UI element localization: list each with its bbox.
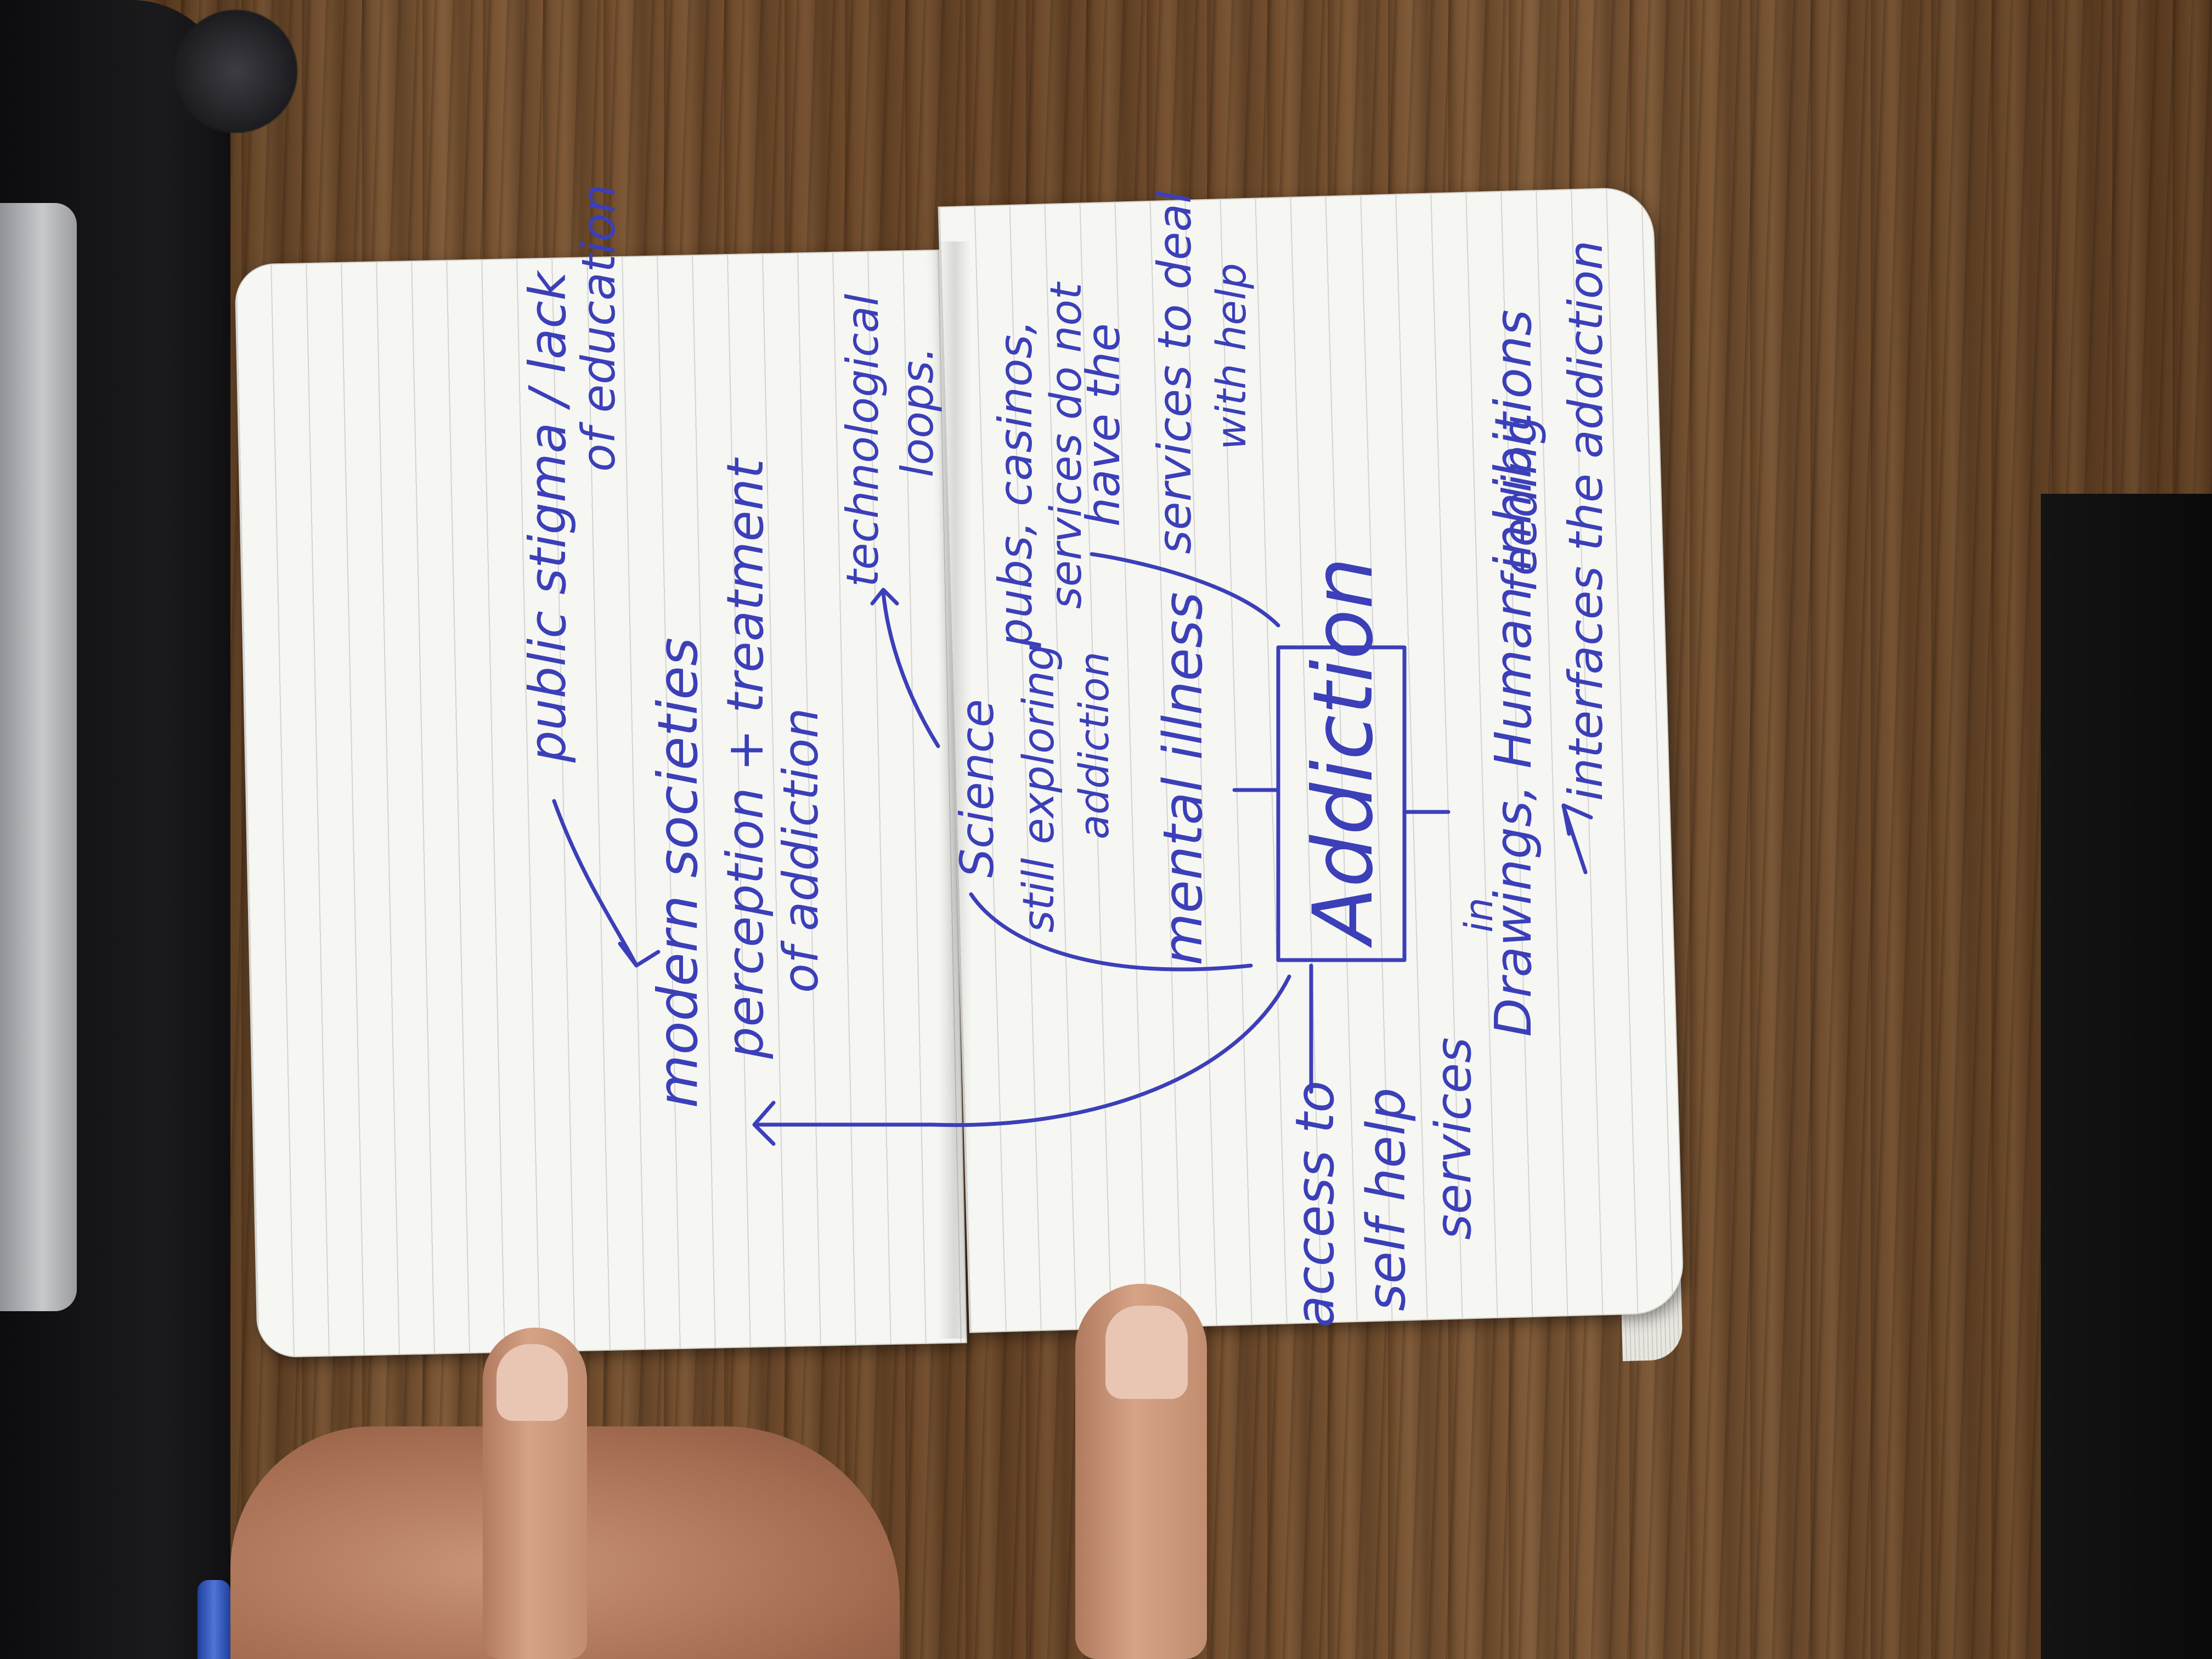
arrowhead-modern-societies (752, 1101, 776, 1146)
arrowhead-tech (870, 588, 899, 606)
note-have-the: have the (1076, 323, 1130, 527)
arrowhead-societies (618, 941, 661, 968)
note-addiction-box: Addiction (1296, 557, 1391, 948)
bag-zipper (165, 0, 307, 143)
note-pubs-casinos: pubs, casinos, (989, 320, 1042, 648)
arrow-science-to-tech (881, 590, 940, 748)
note-access-to: access to (1284, 1081, 1346, 1328)
addiction-box (1276, 645, 1407, 962)
dark-object (2041, 494, 2212, 1659)
note-services-to-deal: services to deal (1148, 191, 1201, 554)
note-modern-societies: modern societies (646, 637, 710, 1108)
note-still-exploring: still exploring (1014, 644, 1064, 933)
arrowhead-interfaces (1561, 803, 1593, 836)
note-perception-treatment: perception + treatment (716, 457, 775, 1059)
note-addiction-small: addiction (1071, 652, 1118, 839)
note-mental-illness: mental illness (1152, 592, 1215, 966)
note-in: in (1457, 898, 1502, 933)
note-services: services (1425, 1037, 1482, 1240)
arrow-stigma-to-societies (552, 799, 639, 968)
laptop-edge (0, 203, 77, 1311)
note-technological: technological (837, 294, 888, 587)
fingernail-left (496, 1344, 568, 1421)
curve-box-to-bottom (930, 974, 1291, 1127)
note-loops: loops. (892, 347, 943, 477)
notebook-gutter (938, 241, 971, 1339)
note-of-addiction: of addiction (772, 708, 829, 993)
blue-pen (198, 1580, 230, 1659)
note-public-stigma: public stigma / lack (518, 269, 577, 763)
note-interfaces-addiction: interfaces the addiction (1559, 240, 1613, 801)
note-self-help: self help (1356, 1087, 1417, 1311)
note-science: Science (950, 699, 1004, 878)
notebook (235, 188, 1684, 1372)
note-of-education: of education (572, 184, 625, 472)
note-feeding: feeding (1493, 415, 1548, 592)
fingernail-right (1105, 1306, 1188, 1399)
curve-science-to-box (969, 892, 1253, 972)
note-with-help: with help (1208, 263, 1255, 450)
note-services-do-not: services do not (1042, 281, 1091, 609)
note-drawings-human-inhibitions: Drawings, Human inhibitions (1484, 309, 1543, 1037)
curve-services-to-box (1090, 552, 1280, 628)
